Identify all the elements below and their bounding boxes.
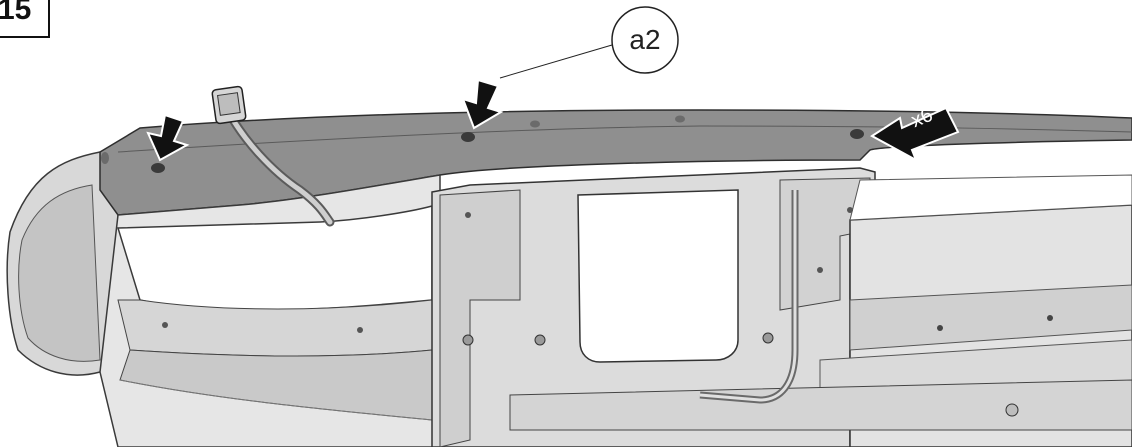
down-arrow-icon <box>146 113 190 162</box>
bolt-hole <box>850 129 864 139</box>
left-arrow-icon <box>870 106 960 163</box>
callout-a2 <box>611 6 679 74</box>
dashboard-crossbeam <box>6 85 1132 447</box>
step-number-box: 15 <box>0 0 50 38</box>
electrical-connector <box>211 85 247 125</box>
bolt-hole <box>151 163 165 173</box>
center-window <box>577 189 739 363</box>
down-arrow-icon <box>461 78 504 130</box>
step-number: 15 <box>0 0 32 26</box>
bolt-hole <box>461 132 475 142</box>
callout-leader-line <box>499 44 613 79</box>
callout-label: a2 <box>629 24 661 55</box>
